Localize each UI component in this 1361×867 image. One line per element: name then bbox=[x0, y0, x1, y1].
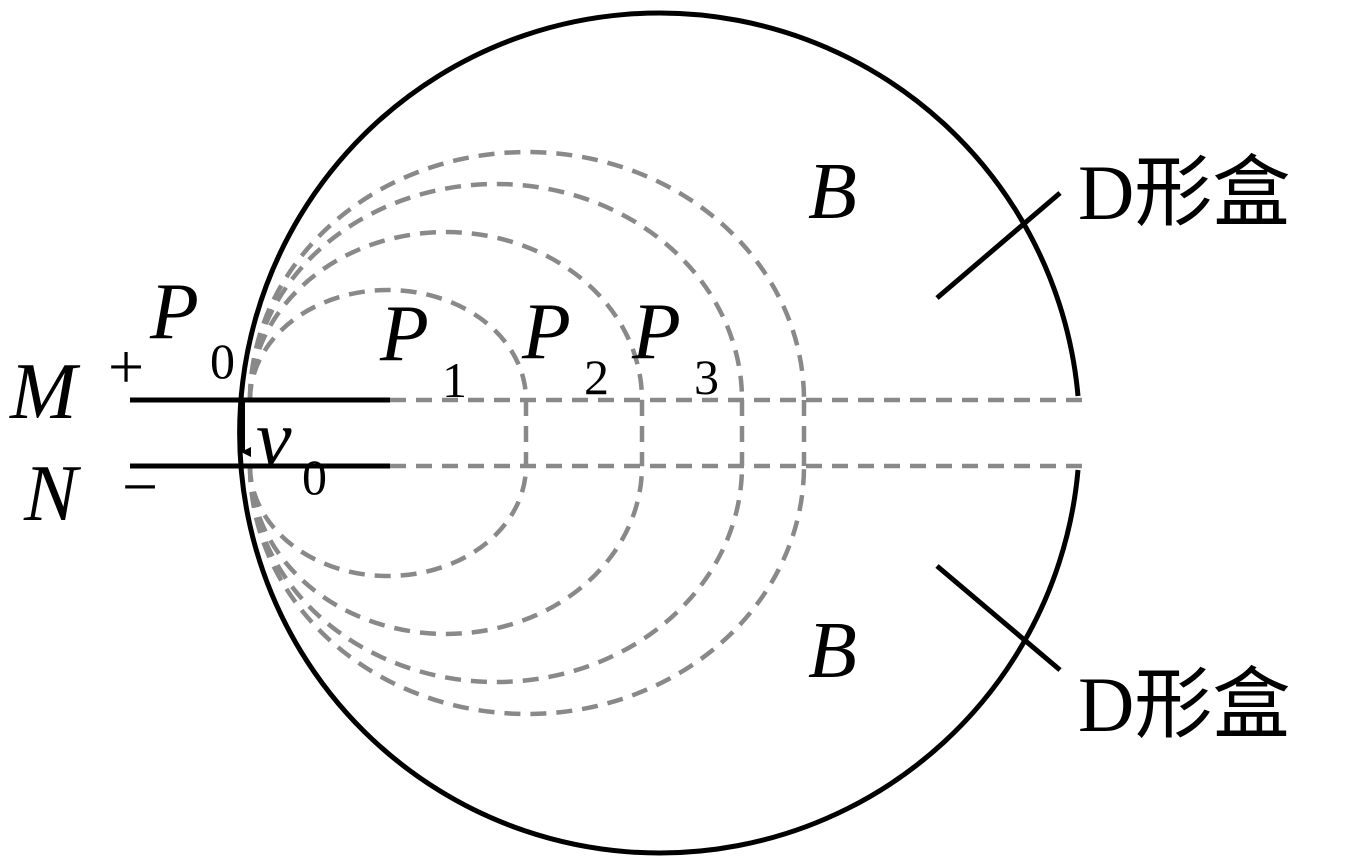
trajectory-lower-1 bbox=[247, 465, 529, 579]
label-b-lower: B bbox=[808, 607, 857, 695]
label-minus: − bbox=[122, 451, 158, 522]
label-p2-subscript: 2 bbox=[584, 349, 609, 405]
label-m: M bbox=[9, 348, 81, 436]
pointer-line-lower bbox=[935, 564, 1062, 672]
label-v0: v bbox=[256, 395, 292, 483]
trajectory-upper-3 bbox=[247, 181, 745, 401]
label-p3: P bbox=[631, 288, 681, 376]
pointer-line-upper bbox=[935, 191, 1062, 300]
label-n: N bbox=[23, 450, 82, 538]
trajectory-lower-3 bbox=[247, 465, 745, 685]
label-b-upper: B bbox=[808, 148, 857, 236]
trajectory-upper-1 bbox=[247, 287, 529, 401]
label-p1: P bbox=[379, 290, 429, 378]
trajectory-upper-4 bbox=[247, 149, 807, 401]
label-p0-subscript: 0 bbox=[210, 333, 235, 389]
label-d-box-lower: D形盒 bbox=[1078, 661, 1290, 748]
label-p2: P bbox=[521, 288, 571, 376]
trajectory-lower-2 bbox=[247, 465, 645, 637]
label-d-box-upper: D形盒 bbox=[1078, 149, 1290, 236]
trajectory-lower-4 bbox=[247, 465, 807, 717]
d-box-outline bbox=[237, 10, 1081, 856]
label-plus: + bbox=[108, 331, 144, 402]
label-v0-subscript: 0 bbox=[302, 449, 327, 505]
label-p3-subscript: 3 bbox=[694, 349, 719, 405]
label-p1-subscript: 1 bbox=[442, 352, 467, 408]
label-p0: P bbox=[149, 268, 199, 356]
trajectory-upper-2 bbox=[247, 229, 645, 401]
